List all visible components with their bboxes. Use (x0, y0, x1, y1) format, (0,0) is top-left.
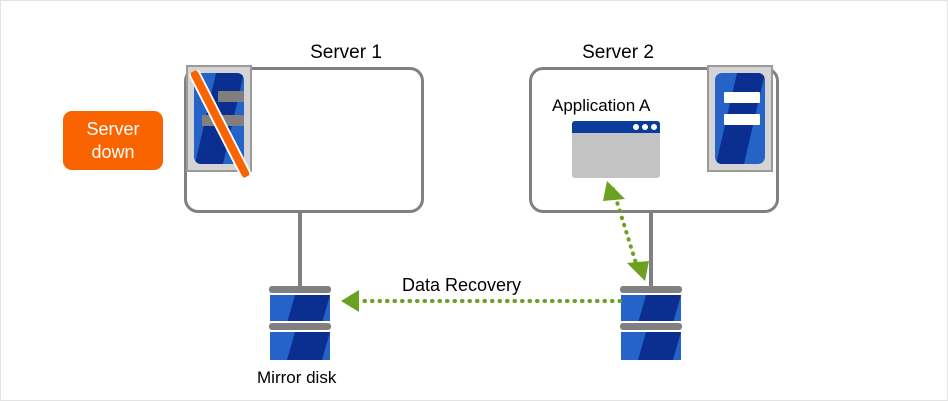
server2-disk-connector (649, 213, 653, 291)
server2-unit-body (715, 73, 765, 164)
primary-disk-slab-top (621, 295, 681, 321)
application-window-dot-3 (651, 124, 657, 130)
server1-unit-icon (186, 65, 253, 180)
mirror-disk-slab-top (270, 295, 330, 321)
mirror-disk-plate-mid (269, 323, 331, 330)
application-window-dot-1 (633, 124, 639, 130)
mirror-disk-icon (269, 286, 331, 363)
application-a-label: Application A (552, 96, 651, 115)
primary-disk-plate-top (620, 286, 682, 293)
application-window-dot-2 (642, 124, 648, 130)
mirror-disk-slab-bottom-shade (287, 332, 330, 360)
server1-disk-connector (298, 213, 302, 291)
server1-unit-bar-top (218, 91, 244, 102)
server-down-badge-line1: Server (86, 118, 140, 139)
primary-disk-icon (620, 286, 682, 363)
primary-disk-slab-top-shade (638, 295, 681, 321)
application-window-icon (572, 121, 660, 178)
server2-unit-bar-bottom (724, 114, 760, 125)
data-recovery-arrow (341, 290, 622, 312)
primary-disk-slab-bottom (621, 332, 681, 360)
server2-unit-icon (707, 65, 773, 172)
mirror-disk-slab-top-shade (287, 295, 330, 321)
primary-disk-plate-mid (620, 323, 682, 330)
server2-unit-bar-top (724, 92, 760, 103)
mirror-disk-label: Mirror disk (257, 368, 337, 387)
mirror-disk-slab-bottom (270, 332, 330, 360)
primary-disk-slab-bottom-shade (638, 332, 681, 360)
server2-title: Server 2 (582, 42, 654, 63)
server-down-badge: Server down (63, 111, 163, 170)
server1-title: Server 1 (310, 42, 382, 63)
app-disk-link-arrow (603, 181, 649, 281)
mirror-disk-plate-top (269, 286, 331, 293)
server-down-badge-line2: down (91, 141, 135, 162)
data-recovery-label: Data Recovery (402, 275, 522, 295)
